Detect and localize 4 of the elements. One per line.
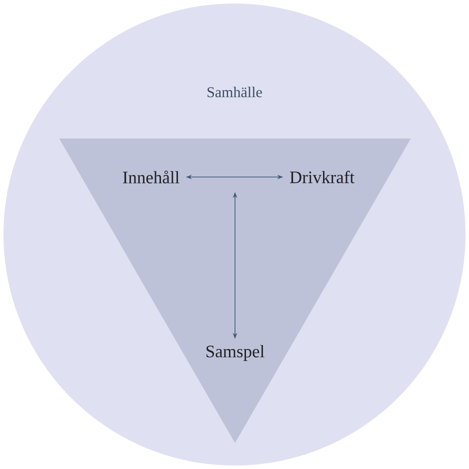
label: Drivkraft (290, 170, 354, 184)
label: Innehåll (122, 170, 180, 184)
triangle (59, 138, 411, 443)
label: Samspel (206, 345, 264, 361)
